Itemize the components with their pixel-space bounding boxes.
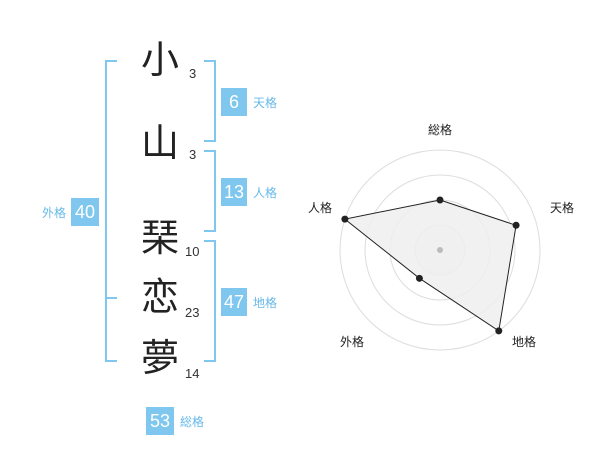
gaikaku-mid-tick [105, 297, 117, 299]
name-char-1: 小 [140, 38, 179, 82]
chikaku-label: 地格 [253, 296, 278, 310]
soukaku-label: 総格 [180, 415, 205, 429]
stroke-count-2: 3 [189, 147, 197, 162]
chikaku-value-badge: 47 [221, 288, 247, 316]
gaikaku-value-badge: 40 [71, 198, 99, 226]
radar-center-dot [437, 247, 443, 253]
name-char-2: 山 [140, 121, 179, 165]
radar-axis-label-chikaku: 地格 [512, 334, 536, 349]
radar-points [341, 196, 520, 335]
jinkaku-label: 人格 [253, 186, 278, 200]
tenkaku-label: 天格 [253, 96, 278, 110]
jinkaku-bracket [204, 150, 216, 232]
stroke-count-4: 23 [185, 305, 200, 320]
radar-axis-label-tenkaku: 天格 [550, 200, 574, 215]
tenkaku-value-badge: 6 [221, 88, 247, 116]
name-char-5: 夢 [140, 336, 179, 380]
soukaku-value-badge: 53 [146, 407, 174, 435]
gaikaku-bracket [105, 60, 117, 362]
name-char-3: 琹 [140, 216, 179, 260]
radar-point-1 [512, 221, 520, 229]
radar-point-3 [415, 274, 423, 282]
stroke-count-1: 3 [189, 66, 197, 81]
radar-axis-label-soukaku: 総格 [428, 122, 452, 137]
radar-point-4 [341, 215, 349, 223]
radar-ring-3 [364, 174, 516, 326]
jinkaku-value-badge: 13 [221, 178, 247, 206]
chikaku-bracket [204, 240, 216, 362]
stroke-count-3: 10 [185, 244, 200, 259]
name-char-4: 恋 [140, 275, 179, 319]
radar-axis-label-gaikaku: 外格 [340, 334, 364, 349]
stroke-count-5: 14 [185, 366, 200, 381]
radar-point-2 [495, 327, 503, 335]
gaikaku-label: 外格 [42, 206, 67, 220]
radar-polygon-group [343, 199, 517, 332]
radar-polygon [343, 199, 517, 332]
radar-ring-4 [339, 149, 541, 351]
radar-point-0 [436, 196, 444, 204]
radar-axis-label-jinkaku: 人格 [308, 200, 332, 215]
tenkaku-bracket [204, 60, 216, 142]
